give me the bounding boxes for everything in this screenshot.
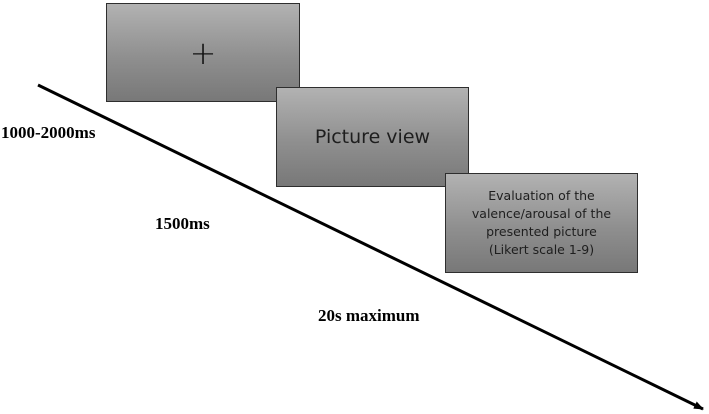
- evaluation-label-line: (Likert scale 1-9): [488, 242, 595, 258]
- picture-view-label: Picture view: [314, 126, 431, 148]
- evaluation-label-line: valence/arousal of the: [471, 205, 612, 221]
- fixation-cross-icon: +: [189, 33, 217, 72]
- picture-view-screen: Picture view: [276, 87, 469, 187]
- evaluation-screen: Evaluation of the valence/arousal of the…: [445, 173, 638, 273]
- evaluation-duration-label: 20s maximum: [318, 306, 420, 325]
- evaluation-label-line: presented picture: [486, 224, 597, 239]
- picture-duration-label: 1500ms: [155, 214, 210, 233]
- fixation-duration-label: 1000-2000ms: [1, 123, 96, 142]
- evaluation-label-line: Evaluation of the: [488, 187, 595, 203]
- timeline-arrow-line: [37, 83, 704, 411]
- fixation-screen: +: [106, 3, 300, 102]
- evaluation-label: Evaluation of the valence/arousal of the…: [466, 187, 617, 260]
